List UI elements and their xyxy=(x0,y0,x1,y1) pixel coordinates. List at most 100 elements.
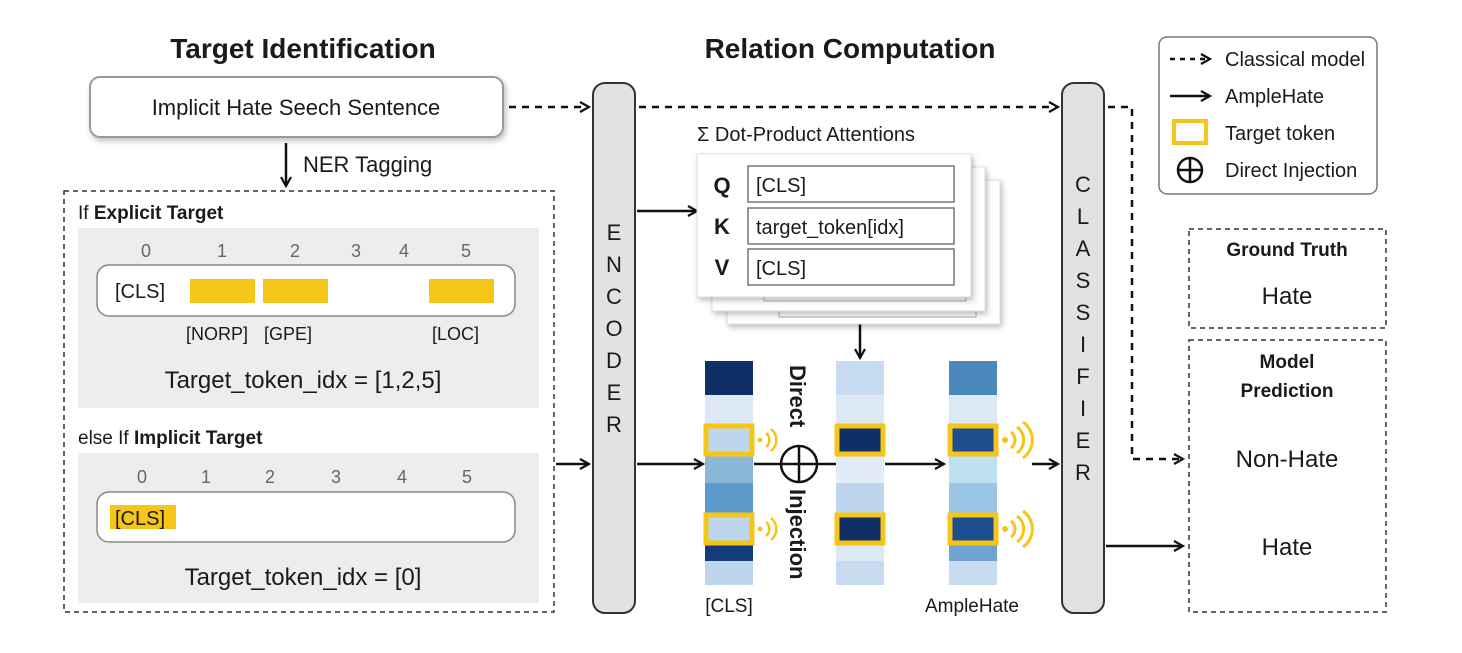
prediction-amplehate-value: Hate xyxy=(1262,534,1313,561)
explicit-heading: If Explicit Target xyxy=(78,203,224,224)
implicit-index-5: 5 xyxy=(462,467,472,487)
attn-cell-6 xyxy=(836,543,884,561)
encoder-block xyxy=(592,82,636,614)
explicit-index-4: 4 xyxy=(399,241,409,261)
encoder-letter-3: O xyxy=(605,316,622,341)
implicit-cls-token: [CLS] xyxy=(115,508,165,530)
ground-truth-box xyxy=(1188,228,1387,329)
cls-target-highlight-1 xyxy=(703,423,755,457)
classifier-letter-5: I xyxy=(1080,332,1086,357)
attn-target-highlight-2 xyxy=(834,512,886,546)
ground-truth-value: Hate xyxy=(1262,283,1313,310)
explicit-target-token-1 xyxy=(190,279,255,303)
explicit-prefix: If xyxy=(78,203,94,224)
cls-cell-0 xyxy=(705,361,753,395)
model-prediction-box xyxy=(1188,339,1387,613)
attention-output-vector xyxy=(834,361,886,585)
injection-label-top: Direct xyxy=(785,365,810,428)
attention-value-k-box xyxy=(747,207,955,245)
title-target-identification: Target Identification xyxy=(170,33,436,64)
prediction-classical-value: Non-Hate xyxy=(1236,446,1339,473)
explicit-result: Target_token_idx = [1,2,5] xyxy=(165,367,442,394)
amplehate-vector-label: AmpleHate xyxy=(925,596,1019,617)
legend-amplehate-label: AmpleHate xyxy=(1225,86,1324,108)
sentence-text: Implicit Hate Seech Sentence xyxy=(152,95,441,120)
attn-target-highlight-1 xyxy=(834,423,886,457)
classifier-letter-2: A xyxy=(1076,236,1091,261)
implicit-target-token-0 xyxy=(110,505,176,529)
implicit-label: Implicit Target xyxy=(134,428,263,449)
classifier-letter-1: L xyxy=(1077,204,1089,229)
attention-value-v-box xyxy=(747,248,955,286)
ample-target-highlight-2 xyxy=(947,512,999,546)
legend-box xyxy=(1158,36,1378,195)
explicit-target-token-5 xyxy=(429,279,494,303)
cls-cell-7 xyxy=(705,561,753,585)
encoder-letter-6: R xyxy=(606,412,622,437)
attention-value-v: [CLS] xyxy=(756,258,806,280)
cls-target-highlight-2 xyxy=(703,512,755,546)
attention-key-k: K xyxy=(714,214,730,239)
implicit-token-row xyxy=(96,491,516,543)
explicit-index-3: 3 xyxy=(351,241,361,261)
explicit-index-1: 1 xyxy=(217,241,227,261)
attention-key-q: Q xyxy=(713,173,730,198)
classifier-letter-9: R xyxy=(1075,460,1091,485)
attention-title: Σ Dot-Product Attentions xyxy=(697,124,915,146)
attn-cell-1 xyxy=(836,395,884,425)
implicit-index-3: 3 xyxy=(331,467,341,487)
implicit-index-2: 2 xyxy=(265,467,275,487)
legend-target-token-icon xyxy=(1172,119,1208,145)
legend-classical-label: Classical model xyxy=(1225,49,1365,71)
model-prediction-title-2: Prediction xyxy=(1241,381,1334,402)
title-relation-computation: Relation Computation xyxy=(705,33,996,64)
implicit-result: Target_token_idx = [0] xyxy=(185,564,422,591)
attention-key-v: V xyxy=(715,255,730,280)
explicit-index-0: 0 xyxy=(141,241,151,261)
classifier-letter-3: S xyxy=(1076,268,1091,293)
ample-cell-7 xyxy=(949,561,997,585)
direct-injection-symbol xyxy=(779,444,819,484)
classifier-letter-4: S xyxy=(1076,300,1091,325)
implicit-heading: else If Implicit Target xyxy=(78,428,263,449)
cls-vector xyxy=(703,361,755,585)
implicit-index-1: 1 xyxy=(201,467,211,487)
cls-vector-label: [CLS] xyxy=(705,596,753,617)
encoder-letter-0: E xyxy=(607,220,622,245)
amplehate-vector xyxy=(947,361,999,585)
legend-target-token-label: Target token xyxy=(1225,123,1335,145)
encoder-letters: E N C O D E R xyxy=(605,220,622,437)
cls-cell-1 xyxy=(705,395,753,425)
ample-cell-6 xyxy=(949,543,997,561)
injection-label-bottom: Injection xyxy=(785,489,810,579)
ample-cell-0 xyxy=(949,361,997,395)
implicit-prefix: else If xyxy=(78,428,134,449)
explicit-cls-token: [CLS] xyxy=(115,281,165,303)
explicit-index-5: 5 xyxy=(461,241,471,261)
classifier-letter-6: F xyxy=(1076,364,1089,389)
explicit-panel xyxy=(78,228,539,408)
tag-loc: [LOC] xyxy=(432,324,479,344)
legend-direct-injection-label: Direct Injection xyxy=(1225,160,1357,182)
sentence-box xyxy=(89,76,504,138)
cls-signal-icon-2 xyxy=(757,517,778,541)
cls-cell-6 xyxy=(705,543,753,561)
attention-value-q: [CLS] xyxy=(756,175,806,197)
attn-cell-7 xyxy=(836,561,884,585)
attn-cell-4 xyxy=(836,483,884,513)
encoder-letter-4: D xyxy=(606,348,622,373)
cls-cell-4 xyxy=(705,483,753,513)
classifier-block xyxy=(1061,82,1105,614)
attn-cell-0 xyxy=(836,361,884,395)
explicit-label: Explicit Target xyxy=(94,203,224,224)
attention-value-q-box xyxy=(747,165,955,203)
model-prediction-title-1: Model xyxy=(1260,352,1315,373)
encoder-letter-1: N xyxy=(606,252,622,277)
cls-cell-3 xyxy=(705,455,753,483)
classifier-letter-8: E xyxy=(1076,428,1091,453)
ample-cell-1 xyxy=(949,395,997,425)
classical-arrow-classifier-prediction xyxy=(1108,105,1183,459)
tag-gpe: [GPE] xyxy=(264,324,312,344)
amplehate-signal-icon-1 xyxy=(1002,420,1034,460)
classifier-letter-0: C xyxy=(1075,172,1091,197)
